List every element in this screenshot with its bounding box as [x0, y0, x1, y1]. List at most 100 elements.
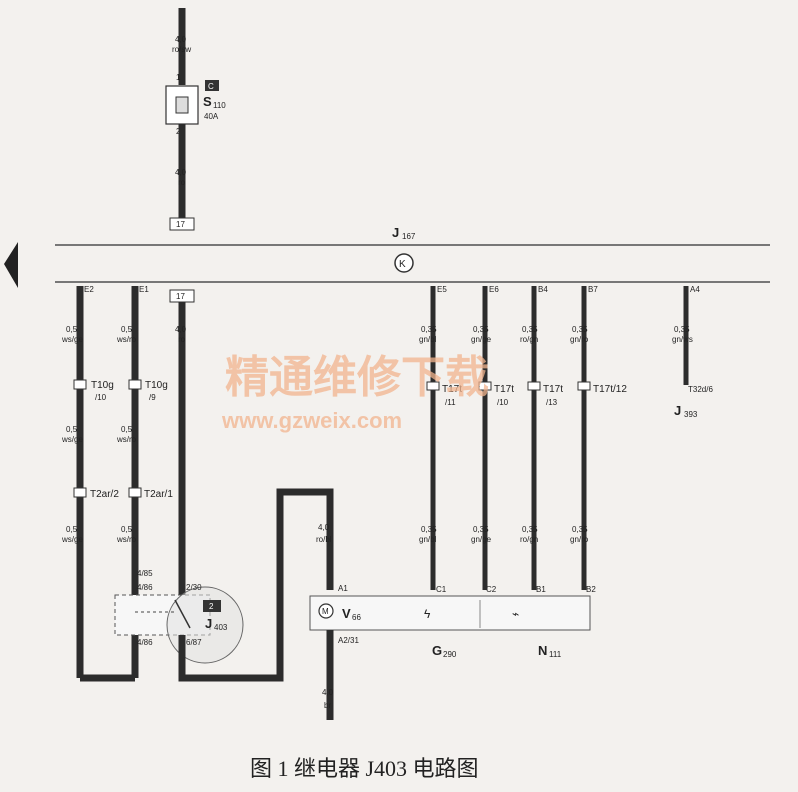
- pin-a4-conn1: T32d/6: [688, 385, 713, 394]
- module-j393-sub: 393: [684, 410, 698, 419]
- fuse-label: S: [203, 94, 212, 109]
- pin-e1-conn1-pin: /9: [149, 393, 156, 402]
- valve-pin-b1: B1: [536, 585, 546, 594]
- watermark-cn: 精通维修下载: [225, 353, 489, 402]
- pin-e2-color3: ws/ge: [61, 535, 83, 544]
- right-signal-wires: E50,35gn/blT17t/110,35gn/blE60,35gn/geT1…: [419, 285, 713, 590]
- pin-e6-color: gn/ge: [471, 335, 492, 344]
- pin-e1-id: E1: [139, 285, 149, 294]
- fuse-rating: 40A: [204, 112, 219, 121]
- fuse-pin-top: 1: [176, 73, 181, 82]
- sensor-label: G: [432, 643, 442, 658]
- pin-e1-color2: ws/ro: [116, 435, 137, 444]
- pin-b4-color2: ro/gn: [520, 535, 538, 544]
- motor-wire-top-gauge: 4,0: [318, 523, 330, 532]
- relay-pin-86-top: 4/86: [137, 583, 153, 592]
- left-arrow-icon: [4, 242, 18, 288]
- pin-e2-color2: ws/ge: [61, 435, 83, 444]
- pin-e2-conn1-pin: /10: [95, 393, 107, 402]
- fuse-icon: [175, 96, 189, 114]
- motor-wire-bottom-color: br: [324, 701, 331, 710]
- bus-ground-icon: [394, 253, 414, 273]
- fuse-wire-top-color: ro/sw: [172, 45, 191, 54]
- conn-e6-icon: [478, 381, 492, 391]
- sensor-label-sub: 290: [443, 650, 457, 659]
- bus-label: J: [392, 225, 399, 240]
- conn-b4-icon: [527, 381, 541, 391]
- valve-symbol-icon: ⌁: [512, 607, 519, 621]
- wire-e2: [76, 286, 135, 682]
- pin-b4-id: B4: [538, 285, 548, 294]
- pin-e5-gauge: 0,35: [421, 325, 437, 334]
- pin-a4-gauge: 0,35: [674, 325, 690, 334]
- pin-e5-color2: gn/bl: [419, 535, 437, 544]
- conn-t2ar-2-icon: [73, 487, 87, 498]
- figure-caption: 图 1 继电器 J403 电路图: [250, 756, 479, 781]
- watermark-url: www.gzweix.com: [221, 408, 402, 433]
- relay-marker-box: [203, 600, 221, 612]
- conn-t10g-9-icon: [128, 379, 142, 390]
- center-connector: 17: [176, 292, 185, 301]
- pin-b4-gauge2: 0,35: [522, 525, 538, 534]
- pin-e2-gauge: 0,5: [66, 325, 78, 334]
- pin-b7-color: gn/ro: [570, 335, 589, 344]
- fuse-marker: C: [208, 82, 214, 91]
- fuse-wire-top-gauge: 4,0: [175, 35, 187, 44]
- conn-t2ar-1-icon: [128, 487, 142, 498]
- pin-e6-conn1: T17t: [494, 384, 514, 395]
- pin-b4-color: ro/gn: [520, 335, 538, 344]
- pin-e5-color: gn/bl: [419, 335, 437, 344]
- pin-e5-id: E5: [437, 285, 447, 294]
- motor-pin-bottom: A2/31: [338, 636, 359, 645]
- pin-e5-conn1: T17t: [442, 384, 462, 395]
- actuator-module-box: [309, 595, 591, 631]
- relay-pin-87: 6/87: [186, 638, 202, 647]
- pin-b7-gauge: 0,35: [572, 325, 588, 334]
- pin-e6-gauge2: 0,35: [473, 525, 489, 534]
- center-wire-color: ro: [178, 335, 186, 344]
- conn-t10g-10-icon: [73, 379, 87, 390]
- pin-e2-gauge2: 0,5: [66, 425, 78, 434]
- motor-label: V: [342, 606, 351, 621]
- motor-wire-top-color: ro/bl: [316, 535, 332, 544]
- fuse-connector-box: [169, 217, 195, 231]
- pin-e2-conn1: T10g: [91, 380, 114, 391]
- pin-e1-gauge: 0,5: [121, 325, 133, 334]
- pin-a4-color: gn/ws: [672, 335, 693, 344]
- relay-highlight-circle: [166, 586, 244, 664]
- sensor-pin-c2: C2: [486, 585, 497, 594]
- relay-label-sub: 403: [214, 623, 228, 632]
- valve-pin-b2: B2: [586, 585, 596, 594]
- relay-output-wire: [178, 488, 334, 682]
- conn-e5-icon: [426, 381, 440, 391]
- motor-wire-bottom-gauge: 4,0: [322, 688, 334, 697]
- pin-e5-conn1-pin: /11: [445, 398, 456, 407]
- sensor-symbol-icon: ϟ: [424, 607, 431, 621]
- pin-e2-color: ws/ge: [61, 335, 83, 344]
- pin-a4-id: A4: [690, 285, 700, 294]
- pin-e1-conn2: T2ar/1: [144, 489, 173, 500]
- fuse-wire-bottom-gauge: 4,0: [175, 168, 187, 177]
- sensor-pin-c1: C1: [436, 585, 447, 594]
- motor-label-sub: 66: [352, 613, 361, 622]
- pin-b7-color2: gn/ro: [570, 535, 589, 544]
- pin-b4-conn1-pin: /13: [546, 398, 558, 407]
- pin-e6-gauge: 0,35: [473, 325, 489, 334]
- relay-label: J: [205, 616, 212, 631]
- pin-e1-color3: ws/ro: [116, 535, 137, 544]
- pin-b7-conn1: T17t/12: [593, 384, 627, 395]
- pin-e1-gauge2: 0,5: [121, 425, 133, 434]
- valve-label-sub: 111: [549, 650, 562, 659]
- pin-e1-gauge3: 0,5: [121, 525, 133, 534]
- pin-b7-gauge2: 0,35: [572, 525, 588, 534]
- fuse-marker-box: [205, 80, 219, 91]
- pin-e6-conn1-pin: /10: [497, 398, 509, 407]
- pin-e6-id: E6: [489, 285, 499, 294]
- pin-e1-color: ws/ro: [116, 335, 137, 344]
- pin-b4-conn1: T17t: [543, 384, 563, 395]
- relay-pin-86-bottom: 4/86: [137, 638, 153, 647]
- relay-contact-switch: [174, 599, 191, 629]
- pin-e2-gauge3: 0,5: [66, 525, 78, 534]
